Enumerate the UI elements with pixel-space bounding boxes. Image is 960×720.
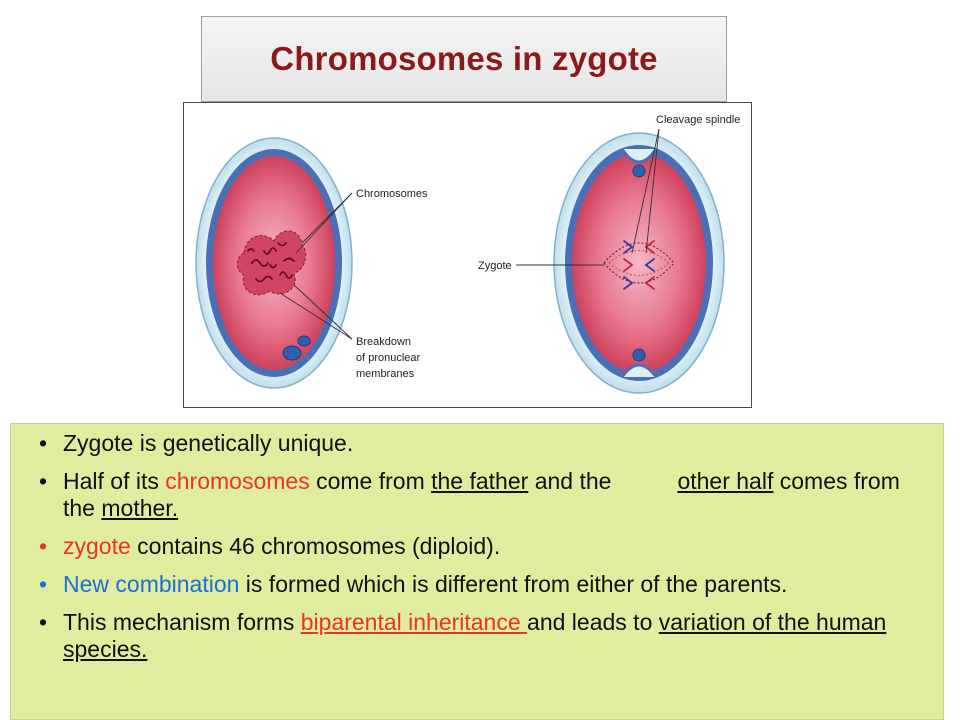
bullet-item: • Zygote is genetically unique.: [39, 430, 923, 457]
right-polar-body-top: [632, 164, 646, 178]
left-polar-body-2: [297, 335, 311, 347]
bullet-text: and leads to: [527, 609, 659, 635]
content-box: • Zygote is genetically unique. • Half of i…: [10, 423, 944, 720]
bullet-text: Zygote is genetically unique.: [63, 430, 354, 456]
bullet-text: New combination: [63, 571, 240, 597]
label-chromosomes: Chromosomes: [356, 188, 428, 200]
bullet-text: variation of the human species.: [63, 609, 887, 662]
bullet-text: come from: [309, 468, 432, 494]
left-polar-body-1: [282, 345, 302, 361]
bullet-text: chromosomes: [165, 468, 310, 494]
bullet-item: • New combination is formed which is diff…: [39, 571, 923, 598]
spindle-chromosomes: [623, 240, 655, 290]
bullet-text: biparental inheritance: [300, 609, 528, 635]
right-top-notch: [620, 148, 658, 164]
left-leader-lines: [279, 192, 353, 340]
bullet-item: • zygote contains 46 chromosomes (diploid…: [39, 533, 923, 560]
right-bottom-notch: [620, 363, 658, 378]
slide-title: Chromosomes in zygote: [270, 40, 658, 77]
label-breakdown-2: of pronuclear: [356, 352, 421, 364]
cleavage-spindle: [603, 242, 675, 284]
bullet-text: and the: [528, 468, 612, 494]
bullet-text: contains 46 chromosomes (diploid).: [130, 533, 501, 559]
label-breakdown-3: membranes: [356, 368, 415, 380]
left-cell: [195, 137, 353, 389]
label-zygote: Zygote: [478, 260, 512, 272]
label-breakdown-1: Breakdown: [356, 336, 411, 348]
right-leader-lines: [516, 128, 660, 266]
zygote-figure: Chromosomes Breakdown of pronuclear memb…: [183, 102, 752, 408]
right-polar-body-bottom: [632, 348, 646, 362]
bullet-text: is formed which is different from either…: [239, 571, 788, 597]
label-cleavage-spindle: Cleavage spindle: [656, 114, 740, 126]
bullet-text: mother.: [101, 495, 179, 521]
bullet-text: Half of its: [63, 468, 166, 494]
bullet-list: • Zygote is genetically unique. • Half of i…: [39, 430, 923, 663]
bullet-item: • Half of its chromosomes come from the f…: [39, 468, 923, 522]
left-chromosomes: [247, 242, 295, 283]
bullet-marker: •: [39, 571, 48, 597]
bullet-text: other half: [677, 468, 774, 494]
bullet-marker: •: [39, 430, 48, 456]
title-box: Chromosomes in zygote: [201, 16, 727, 102]
right-cytoplasm: [572, 153, 706, 373]
zygote-diagram: Chromosomes Breakdown of pronuclear memb…: [195, 114, 740, 394]
bullet-text: This mechanism forms: [63, 609, 301, 635]
right-cell: [553, 132, 725, 394]
bullet-marker: •: [39, 609, 48, 635]
bullet-text: zygote: [63, 533, 131, 559]
bullet-marker: •: [39, 533, 48, 559]
bullet-text: comes from the: [63, 468, 900, 521]
bullet-text: the father: [431, 468, 529, 494]
bullet-marker: •: [39, 468, 48, 494]
bullet-item: • This mechanism forms biparental inherit…: [39, 609, 923, 663]
